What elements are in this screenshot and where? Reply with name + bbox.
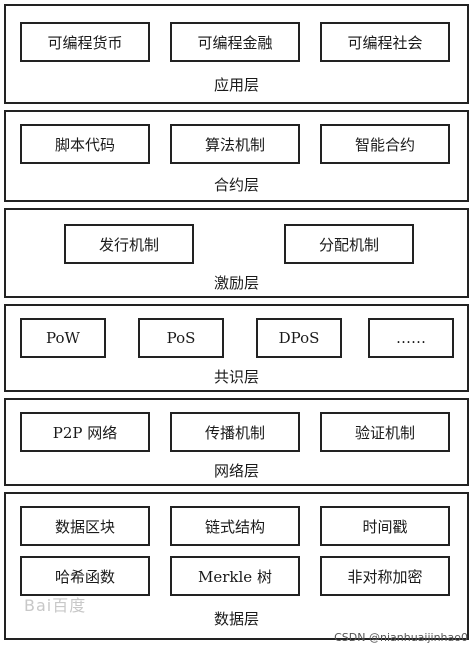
layer-label-contract: 合约层 bbox=[213, 176, 259, 194]
layer-data: 数据区块 链式结构 时间戳 哈希函数 Merkle 树 非对称加密 数据层 bbox=[4, 492, 469, 640]
box-pow: PoW bbox=[20, 318, 106, 358]
box-p2p-network: P2P 网络 bbox=[20, 412, 150, 452]
layer-label-network: 网络层 bbox=[213, 462, 259, 480]
box-issuance-mechanism: 发行机制 bbox=[64, 224, 194, 264]
box-pos: PoS bbox=[138, 318, 224, 358]
layer-contract: 脚本代码 算法机制 智能合约 合约层 bbox=[4, 110, 469, 202]
box-timestamp: 时间戳 bbox=[320, 506, 450, 546]
box-programmable-finance: 可编程金融 bbox=[170, 22, 300, 62]
layer-consensus: PoW PoS DPoS …… 共识层 bbox=[4, 304, 469, 392]
box-merkle-tree: Merkle 树 bbox=[170, 556, 300, 596]
layer-label-data: 数据层 bbox=[213, 610, 259, 628]
box-algorithm-mechanism: 算法机制 bbox=[170, 124, 300, 164]
layer-label-incentive: 激励层 bbox=[213, 274, 259, 292]
box-ellipsis: …… bbox=[368, 318, 454, 358]
layer-network: P2P 网络 传播机制 验证机制 网络层 bbox=[4, 398, 469, 486]
layer-incentive: 发行机制 分配机制 激励层 bbox=[4, 208, 469, 298]
layer-label-application: 应用层 bbox=[213, 76, 259, 94]
baidu-watermark: Bai百度 bbox=[24, 596, 87, 615]
box-verification-mechanism: 验证机制 bbox=[320, 412, 450, 452]
box-programmable-society: 可编程社会 bbox=[320, 22, 450, 62]
layer-label-consensus: 共识层 bbox=[213, 368, 259, 386]
box-script-code: 脚本代码 bbox=[20, 124, 150, 164]
box-smart-contract: 智能合约 bbox=[320, 124, 450, 164]
box-asymmetric-encryption: 非对称加密 bbox=[320, 556, 450, 596]
box-hash-function: 哈希函数 bbox=[20, 556, 150, 596]
layer-application: 可编程货币 可编程金融 可编程社会 应用层 bbox=[4, 4, 469, 104]
box-propagation-mechanism: 传播机制 bbox=[170, 412, 300, 452]
box-data-block: 数据区块 bbox=[20, 506, 150, 546]
csdn-credit: CSDN @nianhuaijinhao0 bbox=[334, 631, 468, 644]
box-programmable-currency: 可编程货币 bbox=[20, 22, 150, 62]
box-dpos: DPoS bbox=[256, 318, 342, 358]
box-distribution-mechanism: 分配机制 bbox=[284, 224, 414, 264]
box-chain-structure: 链式结构 bbox=[170, 506, 300, 546]
